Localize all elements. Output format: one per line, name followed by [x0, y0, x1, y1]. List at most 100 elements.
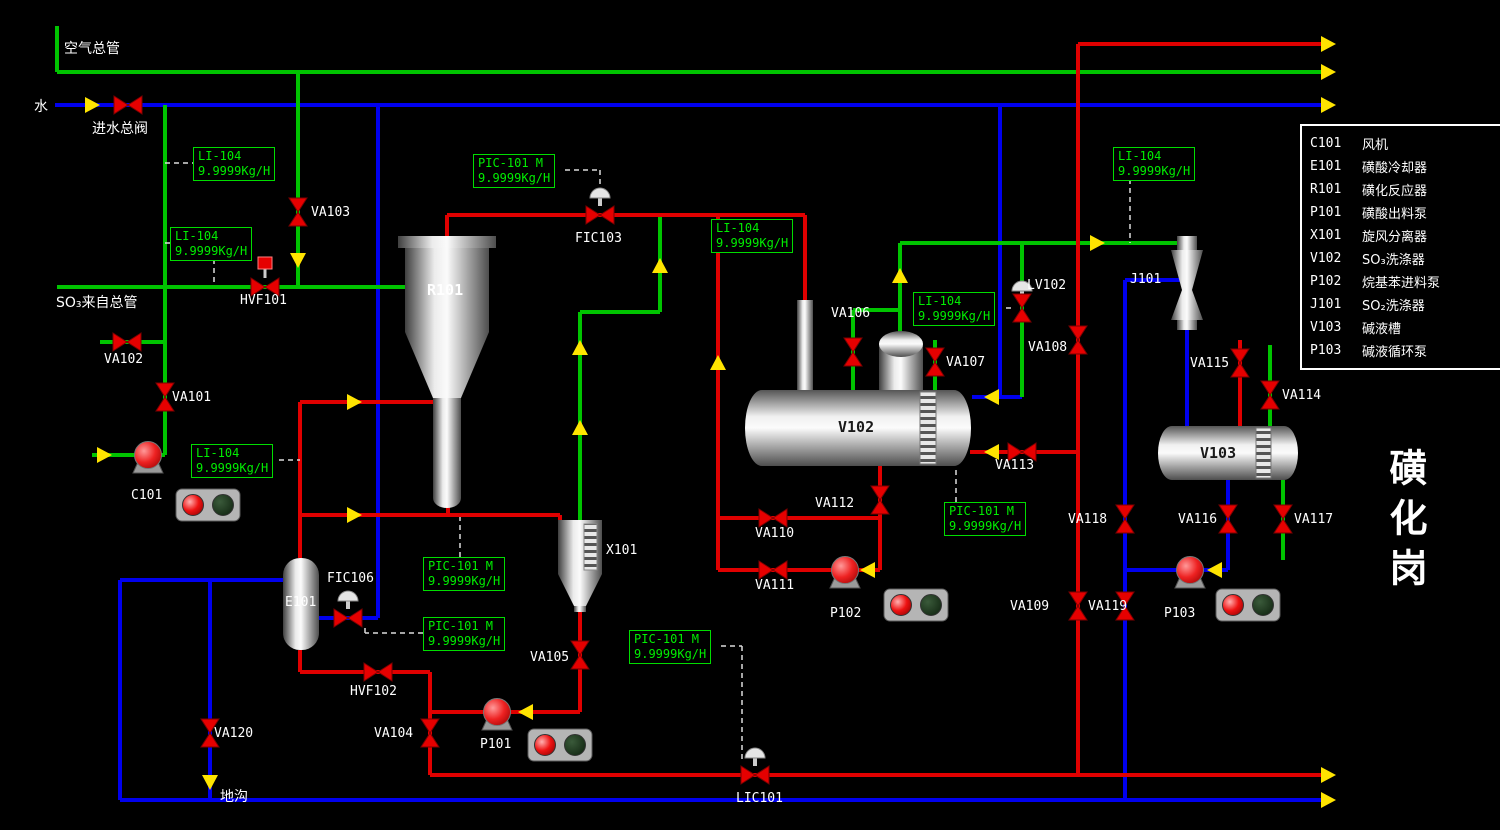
- label-va107: VA107: [946, 355, 986, 370]
- valve-hvf102[interactable]: [363, 662, 393, 682]
- valve-va112[interactable]: [870, 485, 890, 515]
- label-p101: P101: [480, 737, 512, 752]
- label-j101: J101: [1130, 272, 1162, 287]
- valve-va109[interactable]: [1068, 591, 1088, 621]
- flow-arrows: [85, 36, 1336, 808]
- valve-lic101[interactable]: [740, 747, 770, 785]
- valve-va114[interactable]: [1260, 380, 1280, 410]
- label-va116: VA116: [1178, 512, 1218, 527]
- valve-va107[interactable]: [925, 347, 945, 377]
- valve-va103[interactable]: [288, 197, 308, 227]
- label-water: 水: [34, 99, 48, 115]
- label-va104: VA104: [374, 726, 414, 741]
- label-va103: VA103: [311, 205, 351, 220]
- label-va106: VA106: [831, 306, 871, 321]
- valve-va106[interactable]: [843, 337, 863, 367]
- label-p102: P102: [830, 606, 862, 621]
- valve-water-inlet[interactable]: [113, 95, 143, 115]
- vessel-v102: [745, 300, 971, 466]
- pump-p103[interactable]: [1174, 556, 1206, 589]
- label-fic106: FIC106: [327, 571, 374, 586]
- label-x101: X101: [606, 543, 638, 558]
- label-r101: R101: [427, 281, 464, 299]
- instrument-connectors: [165, 162, 1131, 763]
- valve-va102[interactable]: [112, 332, 142, 352]
- label-e101: E101: [285, 595, 317, 610]
- valve-va105[interactable]: [570, 640, 590, 670]
- valve-va110[interactable]: [758, 508, 788, 528]
- label-va111: VA111: [755, 578, 795, 593]
- label-va108: VA108: [1028, 340, 1068, 355]
- label-va114: VA114: [1282, 388, 1322, 403]
- valve-va104[interactable]: [420, 718, 440, 748]
- pump-c101[interactable]: [132, 441, 164, 474]
- label-so3-main: SO₃来自总管: [56, 295, 138, 311]
- label-va117: VA117: [1294, 512, 1334, 527]
- label-lv102: LV102: [1027, 278, 1067, 293]
- valve-hvf101[interactable]: [250, 256, 280, 297]
- label-water-inlet-valve: 进水总阀: [92, 121, 148, 137]
- valve-va115[interactable]: [1230, 348, 1250, 378]
- label-va112: VA112: [815, 496, 855, 511]
- status-indicator-p101: [527, 728, 593, 762]
- status-indicator-p103: [1215, 588, 1281, 622]
- vessel-x101: [558, 520, 602, 612]
- valve-va116[interactable]: [1218, 504, 1238, 534]
- pump-p102[interactable]: [829, 556, 861, 589]
- label-air-main: 空气总管: [64, 41, 120, 57]
- valve-va118[interactable]: [1115, 504, 1135, 534]
- label-va113: VA113: [995, 458, 1035, 473]
- label-va101: VA101: [172, 390, 212, 405]
- label-va115: VA115: [1190, 356, 1230, 371]
- status-indicator-p102: [883, 588, 949, 622]
- label-p103: P103: [1164, 606, 1196, 621]
- vessel-j101: [1171, 236, 1203, 330]
- label-v103: V103: [1200, 444, 1237, 462]
- valve-lv102[interactable]: [1011, 280, 1033, 323]
- vessel-v103: [1158, 426, 1298, 480]
- label-va109: VA109: [1010, 599, 1050, 614]
- label-va120: VA120: [214, 726, 254, 741]
- valve-fic106[interactable]: [333, 590, 363, 628]
- label-v102: V102: [838, 418, 875, 436]
- label-va105: VA105: [530, 650, 570, 665]
- valve-va117[interactable]: [1273, 504, 1293, 534]
- label-hvf101: HVF101: [240, 293, 287, 308]
- label-c101: C101: [131, 488, 163, 503]
- station-title: 磺化岗: [1383, 448, 1427, 598]
- status-indicator-c101: [175, 488, 241, 522]
- valve-fic103[interactable]: [585, 187, 615, 225]
- label-va110: VA110: [755, 526, 795, 541]
- label-fic103: FIC103: [575, 231, 622, 246]
- valve-va108[interactable]: [1068, 325, 1088, 355]
- label-va119: VA119: [1088, 599, 1128, 614]
- vessel-r101: [398, 236, 496, 508]
- label-ditch: 地沟: [220, 789, 248, 805]
- pump-p101[interactable]: [481, 698, 513, 731]
- vessel-e101: [283, 558, 319, 650]
- valve-va111[interactable]: [758, 560, 788, 580]
- label-va118: VA118: [1068, 512, 1108, 527]
